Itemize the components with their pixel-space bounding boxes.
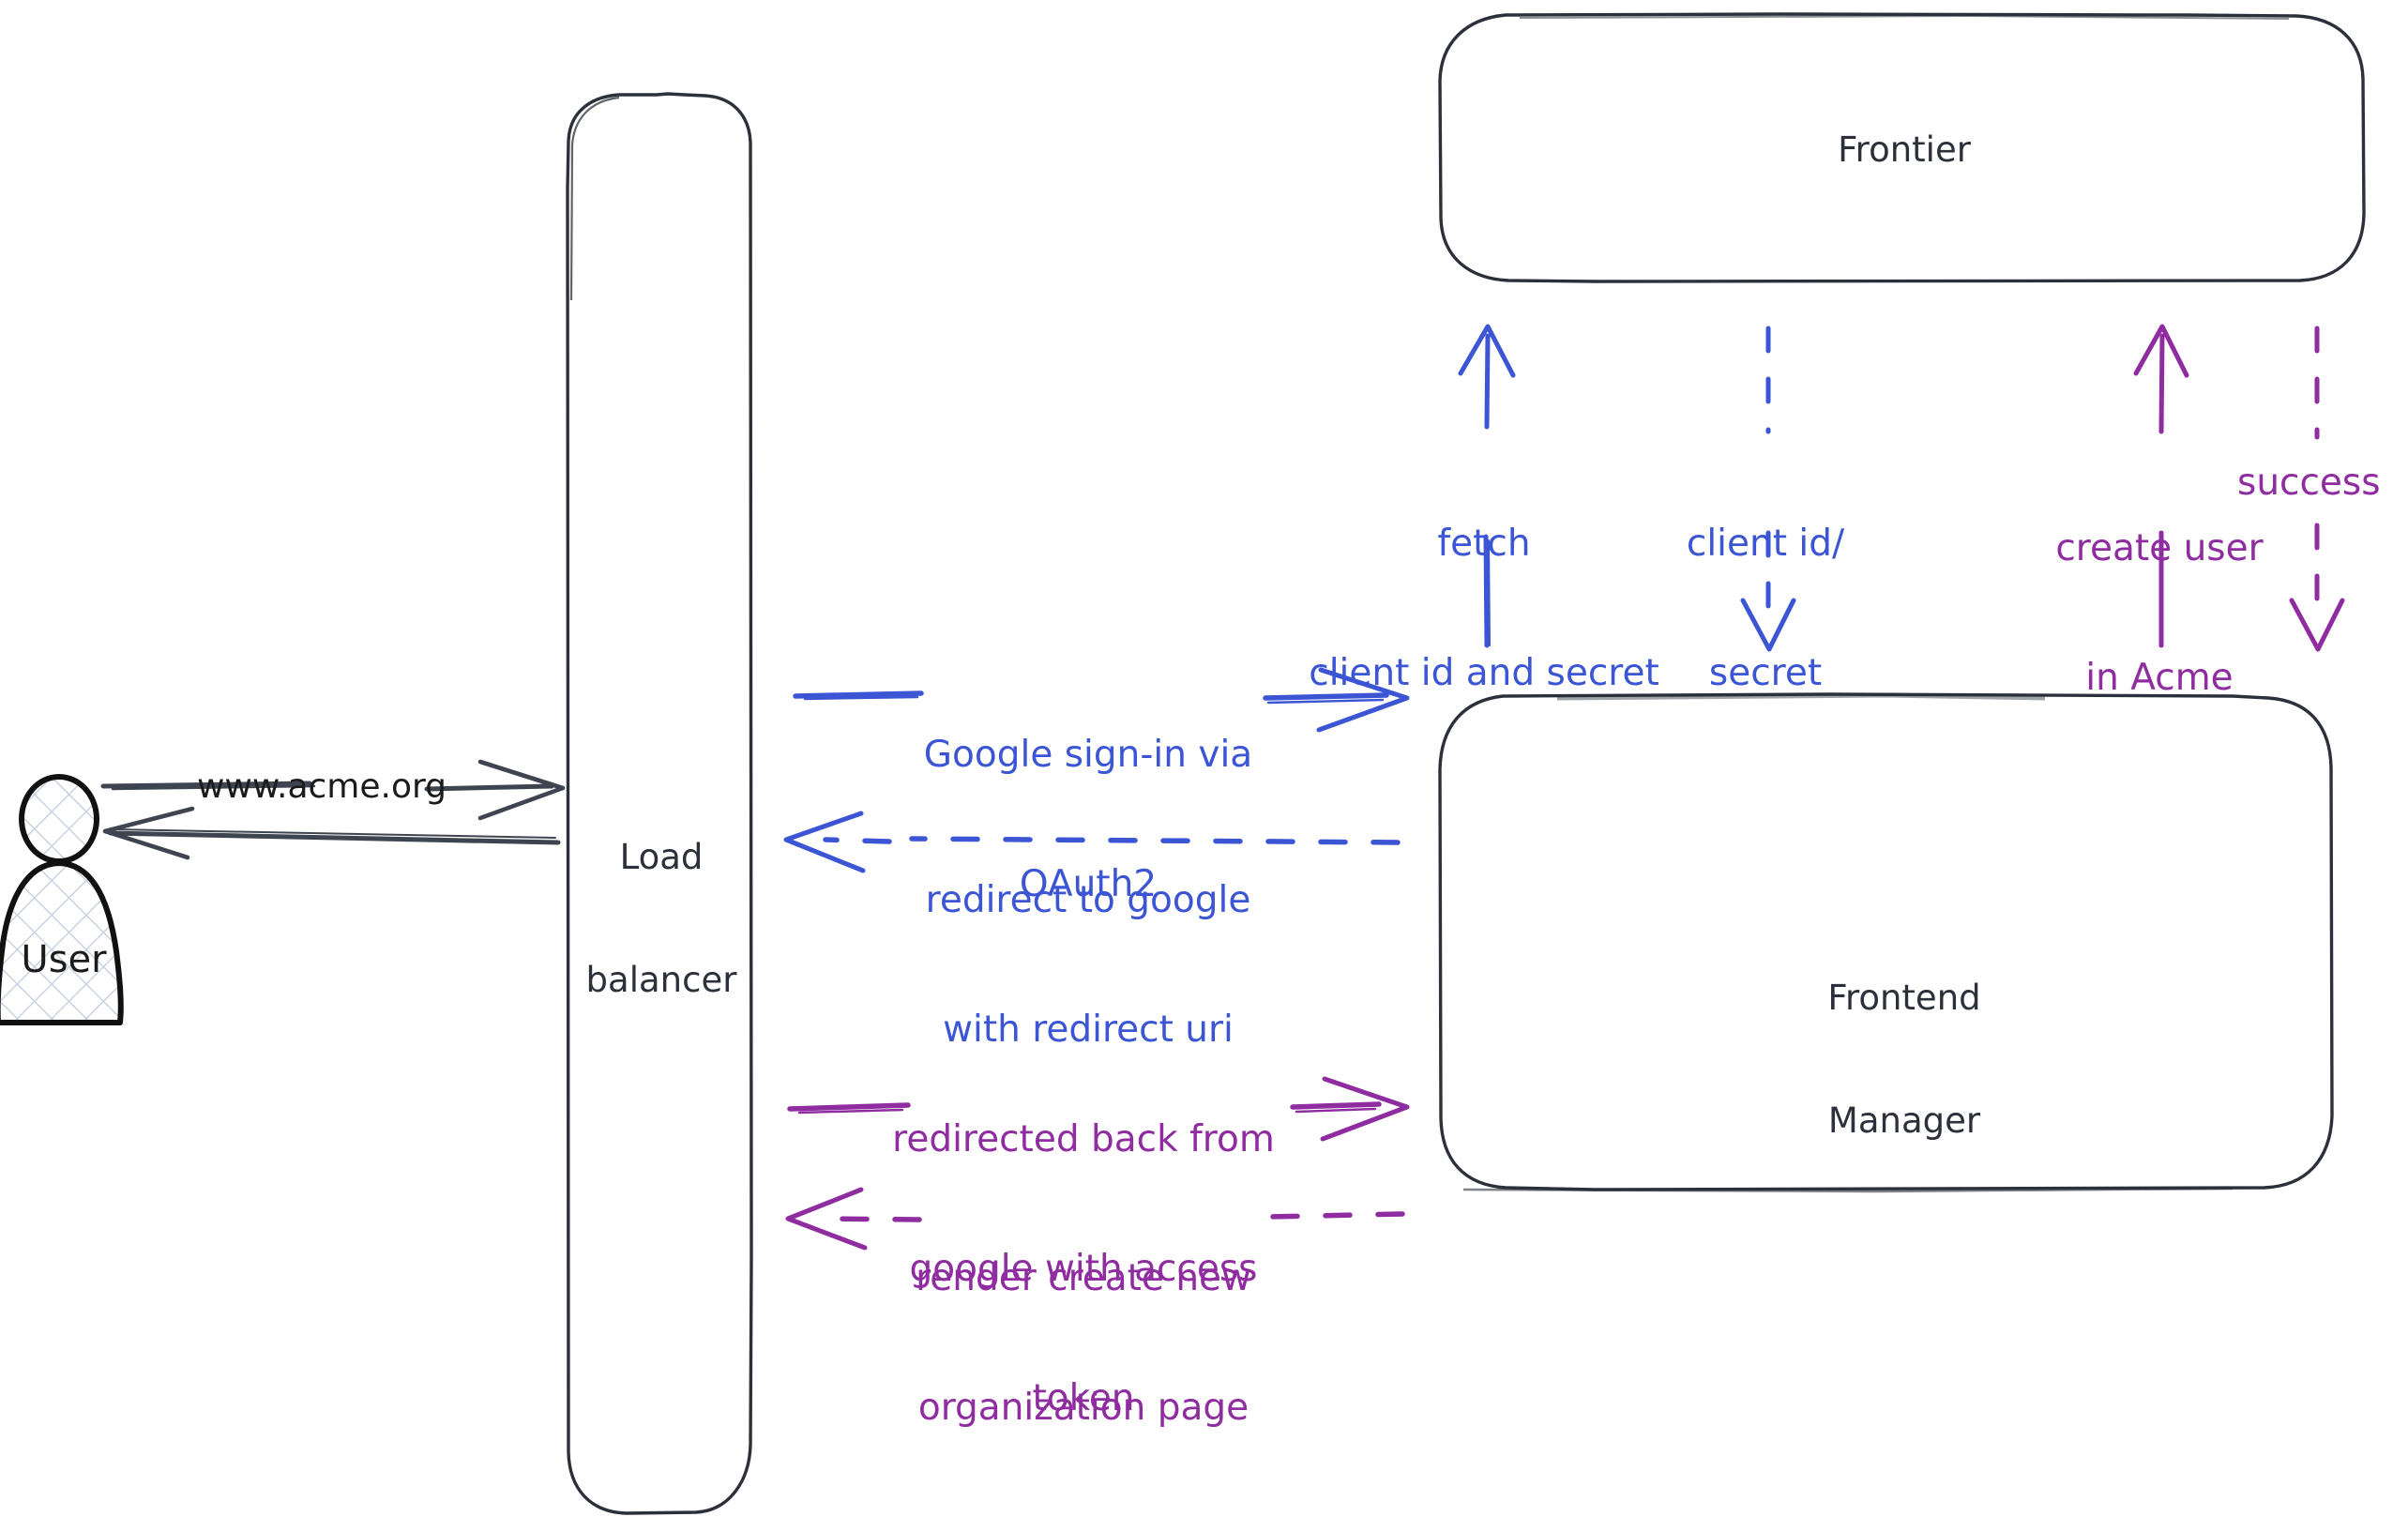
node-label-frontend-manager: Frontend Manager <box>1827 896 1980 1223</box>
node-load-balancer[interactable] <box>566 92 753 1515</box>
edge-label-render-create-org-line2: organization page <box>917 1387 1249 1430</box>
edge-fm-to-frontier-createuser-arrow <box>2133 324 2189 648</box>
edge-lb-to-user-arrow <box>102 806 561 860</box>
edge-label-render-create-org-line1: render create new <box>916 1257 1251 1300</box>
edge-label-google-signin-line1: Google sign-in via <box>923 734 1253 777</box>
node-frontend-manager[interactable] <box>1438 692 2334 1193</box>
actor-label-user: User <box>21 938 107 981</box>
node-label-frontier: Frontier <box>1838 129 1971 170</box>
edge-fm-to-lb-redirect-arrow <box>783 811 1401 873</box>
edge-label-www-acme-org: www.acme.org <box>196 767 447 806</box>
edge-lb-to-fm-token-arrow <box>787 1076 1410 1142</box>
edge-label-success: success <box>2237 462 2381 504</box>
edge-lb-to-fm-signin-arrow <box>793 667 1410 733</box>
actor-user-icon <box>0 774 124 1025</box>
edge-label-redirected-back-line3: token <box>1032 1377 1135 1420</box>
node-label-frontend-manager-line1: Frontend <box>1827 978 1981 1019</box>
edge-label-redirected-back-line1: redirected back from <box>892 1118 1275 1161</box>
edge-fm-to-lb-render-arrow <box>785 1187 1405 1251</box>
edge-label-fetch-client-id-secret: fetch client id and secret <box>1309 436 1659 781</box>
edge-frontier-to-fm-creds-arrow <box>1740 326 1796 652</box>
node-label-load-balancer: Load balancer <box>586 755 737 1083</box>
edge-label-client-id-secret-line2: secret <box>1708 652 1823 695</box>
edge-label-client-id-secret-line1: client id/ <box>1686 523 1845 566</box>
node-frontier[interactable] <box>1438 12 2366 283</box>
edge-label-create-user-in-acme: create user in Acme <box>2055 441 2263 786</box>
node-label-frontend-manager-line2: Manager <box>1827 1100 1981 1142</box>
edge-label-redirected-back-token: redirected back from google with access … <box>892 1032 1275 1507</box>
edge-label-client-id-secret: client id/ secret <box>1687 436 1844 781</box>
edge-label-render-create-org: render create new organization page <box>916 1171 1251 1516</box>
edge-label-google-signin-oauth2: Google sign-in via OAuth2 <box>924 647 1252 993</box>
edge-label-fetch-line1: fetch <box>1437 523 1531 566</box>
edge-label-fetch-line2: client id and secret <box>1309 652 1659 695</box>
edge-label-redirect-to-google-line2: with redirect uri <box>943 1009 1234 1052</box>
edge-label-google-signin-line2: OAuth2 <box>1019 863 1158 906</box>
edge-fm-to-frontier-fetch-arrow <box>1458 324 1516 648</box>
edge-label-redirect-to-google-line1: redirect to google <box>925 879 1251 922</box>
edge-frontier-to-fm-success-arrow <box>2289 326 2345 652</box>
edge-label-create-user-line2: in Acme <box>2085 657 2234 700</box>
node-label-load-balancer-line1: Load <box>619 837 704 878</box>
edge-label-redirect-to-google: redirect to google with redirect uri <box>926 793 1251 1138</box>
edge-label-create-user-line1: create user <box>2055 527 2264 570</box>
node-label-load-balancer-line2: balancer <box>585 960 737 1001</box>
edge-user-to-lb-arrow <box>100 759 566 821</box>
edge-label-redirected-back-line2: google with access <box>909 1248 1258 1291</box>
